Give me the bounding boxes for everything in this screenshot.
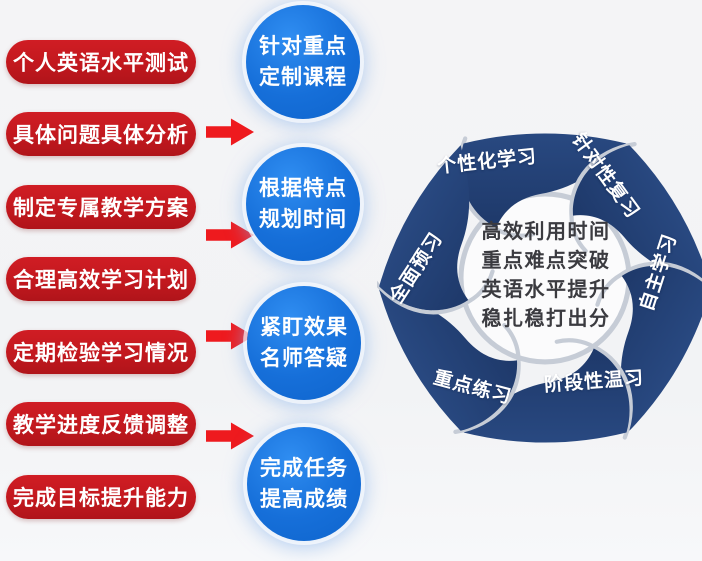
flow-circle-text: 名师答疑 <box>260 347 348 370</box>
center-text-line: 英语水平提升 <box>481 279 611 301</box>
flow-circle-text: 紧盯效果 <box>260 316 348 339</box>
flow-arrow-icon <box>206 118 254 146</box>
flow-circle-4: 完成任务 提高成绩 <box>247 427 361 541</box>
center-text-line: 稳扎稳打出分 <box>481 308 611 330</box>
step-box-7: 完成目标提升能力 <box>6 475 196 519</box>
flow-circle-text: 规划时间 <box>259 208 347 231</box>
step-box-5: 定期检验学习情况 <box>6 330 196 374</box>
pinwheel-diagram <box>377 133 702 443</box>
pinwheel-petal <box>379 289 521 434</box>
flow-circle-1: 针对重点 定制课程 <box>246 5 360 119</box>
flow-circle-2: 根据特点 规划时间 <box>246 147 360 261</box>
pinwheel-petal <box>377 145 495 315</box>
pinwheel-petal <box>595 261 702 431</box>
flow-arrow-icon <box>206 422 254 450</box>
center-text-line: 重点难点突破 <box>481 250 611 272</box>
step-box-2: 具体问题具体分析 <box>6 112 196 156</box>
pinwheel-petal <box>463 338 633 443</box>
center-text-line: 高效利用时间 <box>481 221 611 243</box>
pinwheel-petal <box>569 142 702 287</box>
step-box-6: 教学进度反馈调整 <box>6 402 196 446</box>
pinwheel-center-disc <box>462 195 628 361</box>
step-box-3: 制定专属教学方案 <box>6 185 196 229</box>
flow-circle-3: 紧盯效果 名师答疑 <box>247 286 361 400</box>
flow-arrow-icon <box>206 221 254 249</box>
pinwheel-center-text: 高效利用时间 重点难点突破 英语水平提升 稳扎稳打出分 <box>482 218 611 334</box>
flow-circle-text: 完成任务 <box>260 457 348 480</box>
step-box-4: 合理高效学习计划 <box>6 257 196 301</box>
flow-circle-text: 提高成绩 <box>260 488 348 511</box>
step-box-1: 个人英语水平测试 <box>6 40 196 84</box>
flow-circle-text: 定制课程 <box>259 66 347 89</box>
flow-circle-text: 针对重点 <box>259 35 347 58</box>
flow-circle-text: 根据特点 <box>259 177 347 200</box>
